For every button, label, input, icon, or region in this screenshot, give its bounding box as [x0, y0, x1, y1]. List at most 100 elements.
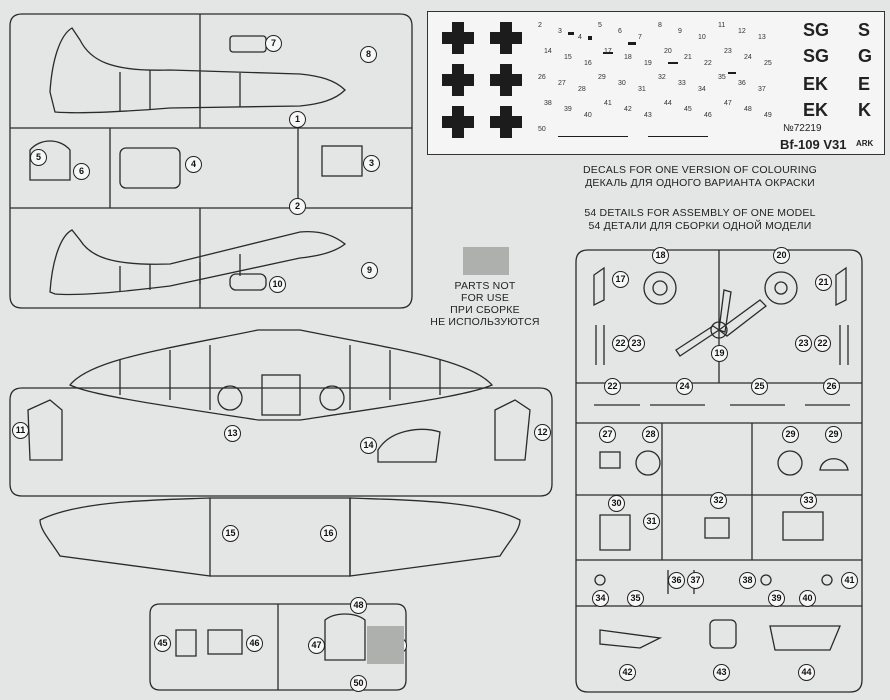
part-callout-2: 2	[289, 198, 306, 215]
decal-number-32: 32	[658, 74, 666, 81]
part-callout-48: 48	[350, 597, 367, 614]
part-callout-13: 13	[224, 425, 241, 442]
decal-number-41: 41	[604, 100, 612, 107]
decal-number-3: 3	[558, 28, 562, 35]
decal-number-24: 24	[744, 54, 752, 61]
legend-line-3: ПРИ СБОРКЕ	[450, 304, 520, 316]
code-letters-3: EK	[803, 74, 829, 94]
decal-number-18: 18	[624, 54, 632, 61]
decal-number-28: 28	[578, 86, 586, 93]
part-callout-27: 27	[599, 426, 616, 443]
part-callout-41: 41	[841, 572, 858, 589]
decals-info-ru: ДЕКАЛЬ ДЛЯ ОДНОГО ВАРИАНТА ОКРАСКИ	[585, 177, 815, 189]
part-callout-22: 22	[814, 335, 831, 352]
fuselage-half-upper	[49, 27, 346, 114]
brand-logo: ARK	[856, 139, 874, 148]
part-callout-20: 20	[773, 247, 790, 264]
decal-number-34: 34	[698, 86, 706, 93]
sprue-frame-b	[9, 387, 553, 497]
part-callout-21: 21	[815, 274, 832, 291]
model-name: Bf-109 V31	[780, 137, 847, 152]
decal-number-39: 39	[564, 106, 572, 113]
part-callout-26: 26	[823, 378, 840, 395]
decal-number-10: 10	[698, 34, 706, 41]
part-callout-22: 22	[612, 335, 629, 352]
decal-number-4: 4	[578, 34, 582, 41]
decal-number-37: 37	[758, 86, 766, 93]
decal-number-15: 15	[564, 54, 572, 61]
part-callout-1: 1	[289, 111, 306, 128]
decal-number-36: 36	[738, 80, 746, 87]
part-callout-35: 35	[627, 590, 644, 607]
details-info-ru: 54 ДЕТАЛИ ДЛЯ СБОРКИ ОДНОЙ МОДЕЛИ	[588, 220, 812, 232]
part-callout-24: 24	[676, 378, 693, 395]
part-callout-33: 33	[800, 492, 817, 509]
decal-number-31: 31	[638, 86, 646, 93]
decal-number-40: 40	[584, 112, 592, 119]
code-letters-2: SG	[803, 46, 830, 66]
decal-number-47: 47	[724, 100, 732, 107]
decal-number-33: 33	[678, 80, 686, 87]
unused-parts-swatch	[463, 247, 509, 275]
decal-number-11: 11	[718, 22, 726, 29]
part-callout-45: 45	[154, 635, 171, 652]
decal-number-5: 5	[598, 22, 602, 29]
part-callout-15: 15	[222, 525, 239, 542]
part-callout-11: 11	[12, 422, 29, 439]
legend-line-4: НЕ ИСПОЛЬЗУЮТСЯ	[430, 316, 540, 328]
sprue-frame-c	[149, 603, 407, 691]
part-callout-14: 14	[360, 437, 377, 454]
part-callout-50: 50	[350, 675, 367, 692]
part-callout-29: 29	[782, 426, 799, 443]
decal-number-45: 45	[684, 106, 692, 113]
decal-number-14: 14	[544, 48, 552, 55]
decal-number-27: 27	[558, 80, 566, 87]
decal-number-22: 22	[704, 60, 712, 67]
decal-number-29: 29	[598, 74, 606, 81]
part-callout-39: 39	[768, 590, 785, 607]
wing-upper	[68, 329, 494, 421]
decal-number-17: 17	[604, 48, 612, 55]
decal-number-30: 30	[618, 80, 626, 87]
part-callout-23: 23	[795, 335, 812, 352]
catalog-number: №72219	[783, 123, 822, 134]
part-callout-42: 42	[619, 664, 636, 681]
legend-line-2: FOR USE	[460, 292, 510, 304]
part-callout-25: 25	[751, 378, 768, 395]
part-callout-3: 3	[363, 155, 380, 172]
part-callout-4: 4	[185, 156, 202, 173]
propeller	[675, 289, 767, 357]
decal-number-43: 43	[644, 112, 652, 119]
decal-number-2: 2	[538, 22, 542, 29]
part-callout-17: 17	[612, 271, 629, 288]
wing-lower	[39, 497, 521, 577]
decal-number-44: 44	[664, 100, 672, 107]
decal-number-35: 35	[718, 74, 726, 81]
part-callout-47: 47	[308, 637, 325, 654]
part-callout-30: 30	[608, 495, 625, 512]
decal-number-20: 20	[664, 48, 672, 55]
decal-number-38: 38	[544, 100, 552, 107]
decal-number-23: 23	[724, 48, 732, 55]
part-callout-5: 5	[30, 149, 47, 166]
code-letters-4: EK	[803, 100, 829, 120]
part-callout-10: 10	[269, 276, 286, 293]
part-callout-22: 22	[604, 378, 621, 395]
part-callout-44: 44	[798, 664, 815, 681]
part-callout-32: 32	[710, 492, 727, 509]
part-callout-28: 28	[642, 426, 659, 443]
code-letter-k: K	[858, 100, 871, 120]
decal-number-21: 21	[684, 54, 692, 61]
decal-number-13: 13	[758, 34, 766, 41]
sprue-frame-a	[9, 13, 413, 309]
part-callout-6: 6	[73, 163, 90, 180]
decal-number-42: 42	[624, 106, 632, 113]
part-callout-36: 36	[668, 572, 685, 589]
part-callout-29: 29	[825, 426, 842, 443]
details-info-en: 54 DETAILS FOR ASSEMBLY OF ONE MODEL	[584, 207, 816, 219]
balkenkreuz-decals	[442, 22, 736, 138]
decal-number-26: 26	[538, 74, 546, 81]
decal-number-46: 46	[704, 112, 712, 119]
code-letter-g: G	[858, 46, 873, 66]
code-letter-s: S	[858, 20, 871, 40]
